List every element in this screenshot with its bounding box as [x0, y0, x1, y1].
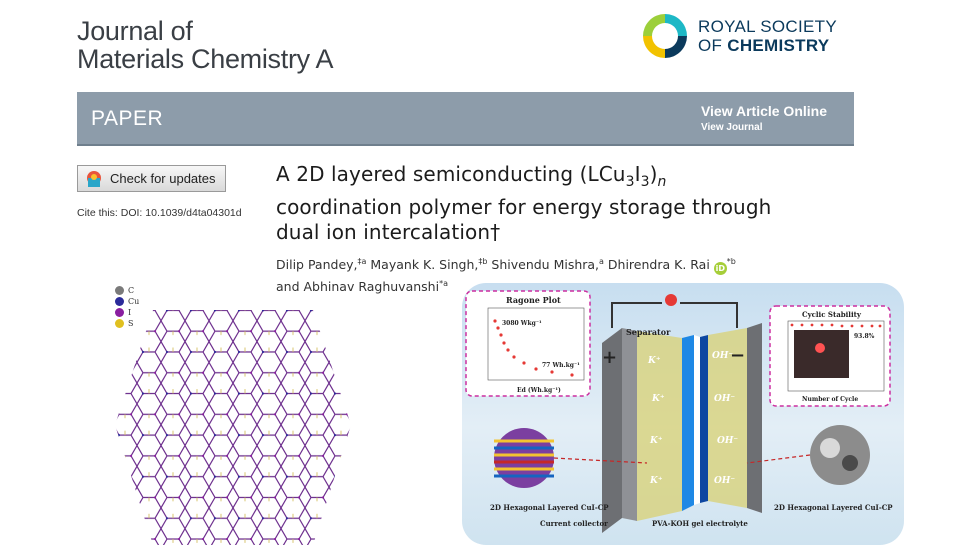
author-list: Dilip Pandey,‡a Mayank K. Singh,‡b Shive…: [276, 253, 836, 295]
iodine-atom-icon: [115, 308, 124, 317]
plus-sign: +: [602, 347, 617, 368]
orcid-icon[interactable]: iD: [713, 262, 727, 276]
author-name[interactable]: and Abhinav Raghuvanshi: [276, 279, 440, 295]
check-for-updates-button[interactable]: Check for updates: [77, 165, 226, 192]
sem-image-zoom: [810, 425, 870, 485]
separator-label: Separator: [626, 327, 671, 337]
crystal-structure-lattice: [115, 310, 351, 545]
legend-label: I: [128, 308, 132, 317]
rsc-emblem-icon: [643, 13, 687, 58]
cyclic-value: 93.8%: [854, 333, 875, 340]
legend-item: S: [115, 318, 139, 329]
legend-label: Cu: [128, 297, 140, 306]
author-affiliation: *a: [439, 279, 448, 289]
oh-ion-label: OH⁻: [712, 351, 733, 361]
journal-title: Journal of Materials Chemistry A: [77, 16, 334, 74]
check-for-updates-label: Check for updates: [110, 171, 216, 186]
legend-item: I: [115, 307, 139, 318]
crossmark-icon: [87, 170, 101, 187]
title-part: ): [649, 162, 658, 186]
title-line2: coordination polymer for energy storage …: [276, 195, 772, 219]
rsc-line2: OF: [698, 35, 723, 55]
author-name[interactable]: Dilip Pandey,: [276, 257, 358, 273]
cyclic-xlabel: Number of Cycle: [802, 396, 858, 403]
journal-title-line2: Materials Chemistry A: [77, 44, 334, 74]
author-affiliation: ‡a: [357, 257, 367, 266]
view-article-online-link[interactable]: View Article Online: [700, 103, 827, 119]
author-name[interactable]: Mayank K. Singh,: [366, 257, 479, 273]
structure-legend: C Cu I S: [115, 285, 139, 329]
carbon-atom-icon: [115, 286, 124, 295]
author-name[interactable]: Dhirendra K. Rai: [603, 257, 714, 273]
ragone-title: Ragone Plot: [506, 295, 561, 305]
bulb-icon: [665, 294, 677, 306]
k-ion-label: K⁺: [651, 394, 665, 404]
title-sub: 3: [625, 174, 635, 190]
k-ion-label: K⁺: [647, 356, 661, 366]
title-sub: 3: [640, 174, 650, 190]
article-title: A 2D layered semiconducting (LCu3I3)n co…: [276, 162, 851, 245]
title-line3: dual ion intercalation†: [276, 220, 501, 244]
journal-title-line1: Journal of: [77, 16, 193, 46]
k-ion-label: K⁺: [649, 436, 663, 446]
cyclic-title: Cyclic Stability: [802, 310, 862, 319]
legend-label: S: [128, 319, 134, 328]
cite-doi[interactable]: Cite this: DOI: 10.1039/d4ta04301d: [77, 207, 242, 219]
k-ion-label: K⁺: [649, 476, 663, 486]
title-sub: n: [657, 174, 667, 190]
ragone-plot-panel: [465, 290, 591, 397]
electrolyte-label: PVA-KOH gel electrolyte: [652, 519, 748, 528]
view-journal-link[interactable]: View Journal: [701, 122, 763, 133]
rsc-logo[interactable]: ROYAL SOCIETY OF CHEMISTRY: [640, 8, 855, 63]
current-collector-label: Current collector: [540, 519, 608, 528]
oh-ion-label: OH⁻: [714, 476, 735, 486]
author-affiliation: a: [599, 257, 604, 266]
rsc-line3: CHEMISTRY: [727, 35, 830, 55]
ragone-energy-label: 77 Wh.kg⁻¹: [542, 362, 580, 369]
left-caption: 2D Hexagonal Layered CuI-CP: [490, 503, 609, 512]
layered-structure-zoom: [494, 428, 554, 488]
paper-header-bar: PAPER View Article Online View Journal: [77, 92, 854, 146]
paper-label: PAPER: [91, 107, 164, 130]
legend-item: Cu: [115, 296, 139, 307]
title-part: A 2D layered semiconducting (LCu: [276, 162, 626, 186]
copper-atom-icon: [115, 297, 124, 306]
oh-ion-label: OH⁻: [714, 394, 735, 404]
legend-label: C: [128, 286, 135, 295]
author-affiliation: *b: [726, 257, 736, 266]
sulfur-atom-icon: [115, 319, 124, 328]
ragone-xlabel: Ed (Wh.kg⁻¹): [517, 387, 561, 394]
oh-ion-label: OH⁻: [717, 436, 738, 446]
ragone-power-label: 3080 Wkg⁻¹: [502, 320, 542, 327]
graphical-abstract: + − Separator K⁺ K⁺ K⁺ K⁺ OH⁻ OH⁻ OH⁻ OH…: [462, 283, 904, 545]
author-name[interactable]: Shivendu Mishra,: [487, 257, 600, 273]
title-part: I: [634, 162, 641, 186]
minus-sign: −: [730, 345, 745, 366]
rsc-line1: ROYAL SOCIETY: [698, 16, 837, 36]
right-caption: 2D Hexagonal Layered CuI-CP: [774, 503, 893, 512]
author-affiliation: ‡b: [478, 257, 488, 266]
legend-item: C: [115, 285, 139, 296]
